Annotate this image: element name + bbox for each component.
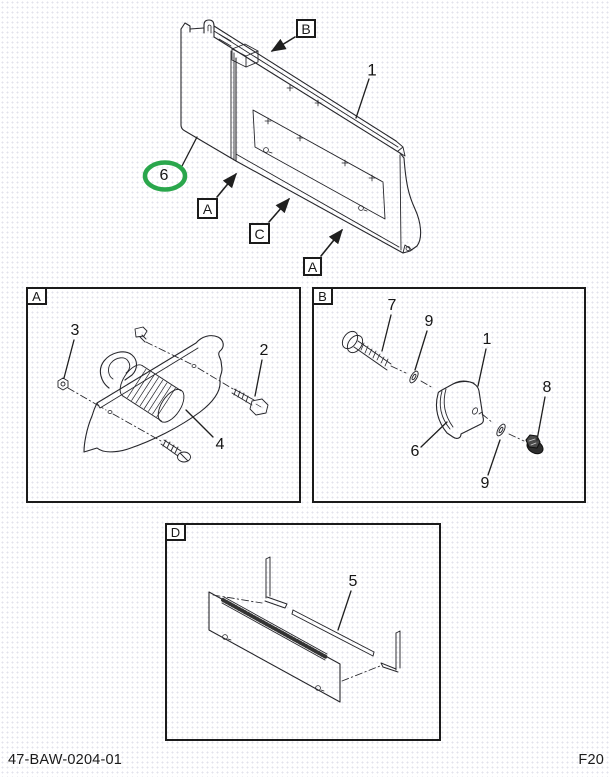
top-rail	[203, 19, 406, 157]
panel-target-marks	[222, 634, 325, 692]
bottom-screw	[160, 439, 191, 463]
main-assembly-figure	[142, 19, 422, 257]
detail-box-b-tag: B	[312, 287, 333, 305]
highlight-ellipse	[142, 160, 188, 192]
footer-doc-number: 47-BAW-0204-01	[8, 752, 123, 768]
l-bracket-right	[380, 630, 401, 673]
panel-hole-marks	[263, 84, 376, 212]
detail-box-d: D	[165, 523, 441, 741]
callout-4: 4	[215, 436, 225, 453]
callout-1: 1	[367, 60, 377, 80]
callout-3: 3	[70, 322, 80, 339]
leader-callout-1	[355, 78, 370, 119]
detail-ref-tag-a1: A	[197, 198, 218, 219]
washer-9-upper	[409, 370, 419, 384]
rail-clamp-block	[231, 43, 259, 68]
callout-5: 5	[348, 573, 358, 590]
end-panel	[180, 22, 237, 162]
detail-a-figure	[57, 326, 269, 463]
flange-nut-8	[525, 434, 544, 455]
bolt-2	[231, 388, 269, 416]
leader-5	[337, 590, 352, 631]
detail-ref-tag-b: B	[296, 19, 316, 38]
callout-2: 2	[259, 342, 269, 359]
center-lines-b	[390, 365, 525, 442]
detail-box-a: A	[26, 287, 301, 503]
detail-b-figure	[341, 314, 546, 476]
detail-d-figure	[208, 556, 401, 703]
center-lines-d	[212, 594, 381, 682]
detail-box-d-tag: D	[165, 523, 186, 541]
detail-box-a-tag: A	[26, 287, 47, 305]
bolt-7	[341, 330, 392, 371]
strip-5	[291, 609, 375, 657]
detail-ref-tag-a2: A	[303, 257, 322, 276]
callout-7: 7	[387, 297, 397, 314]
callout-9-lower: 9	[480, 475, 490, 492]
wedge-block	[435, 380, 484, 439]
washer-9-lower	[496, 423, 506, 437]
detail-ref-tag-c: C	[249, 223, 270, 244]
callout-1-detail: 1	[482, 331, 492, 348]
hatched-strip	[221, 596, 328, 661]
callout-8: 8	[542, 379, 552, 396]
leaders-b	[381, 314, 546, 476]
leaders-a	[63, 339, 263, 438]
center-lines	[67, 341, 234, 442]
panel-body	[235, 57, 422, 254]
callout-6-detail: 6	[410, 443, 420, 460]
detail-box-b: B	[312, 287, 586, 503]
detail-tag-arrows	[216, 36, 343, 257]
leader-callout-6	[180, 136, 198, 169]
l-bracket-top	[264, 556, 288, 609]
callout-6-highlighted: 6	[159, 167, 169, 184]
ribbed-knob	[119, 364, 185, 423]
top-screw	[134, 326, 148, 343]
callout-9-upper: 9	[424, 313, 434, 330]
hanger-hook	[99, 351, 138, 389]
nut-3	[57, 377, 69, 391]
bracket-plate	[83, 335, 224, 453]
footer-page-code: F20	[578, 752, 604, 768]
